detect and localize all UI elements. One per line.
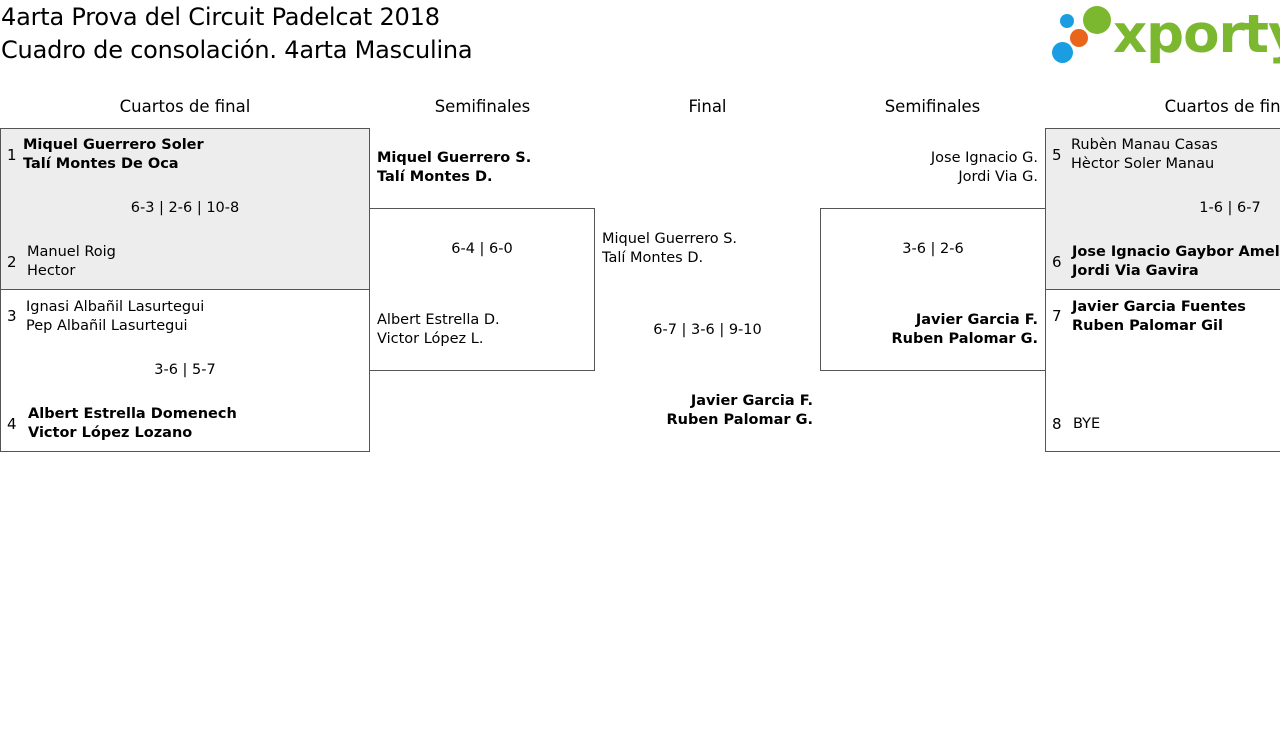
column-heading-final: Final	[688, 97, 727, 116]
match-score: 6-4 | 6-0	[451, 241, 513, 257]
tournament-title: 4arta Prova del Circuit Padelcat 2018	[1, 3, 440, 31]
player-name: Talí Montes D.	[377, 169, 493, 185]
team-entry-champion: Javier Garcia F. Ruben Palomar G.	[595, 392, 813, 430]
team-entry: Ignasi Albañil Lasurtegui Pep Albañil La…	[26, 298, 204, 336]
player-name: Jordi Via G.	[958, 169, 1038, 185]
team-entry: Jose Ignacio G. Jordi Via G.	[820, 149, 1038, 187]
column-heading-semifinals-left: Semifinales	[434, 97, 531, 116]
seed-number: 7	[1052, 307, 1062, 325]
player-name: Albert Estrella D.	[377, 312, 500, 328]
column-heading-semifinals-right: Semifinales	[884, 97, 981, 116]
player-name: Albert Estrella Domenech	[28, 406, 237, 422]
player-name: Hèctor Soler Manau	[1071, 156, 1215, 172]
column-heading-quarterfinals-left: Cuartos de final	[119, 97, 251, 116]
player-name: Talí Montes D.	[602, 250, 704, 266]
match-score: 6-7 | 3-6 | 9-10	[653, 322, 762, 338]
match-score: 3-6 | 5-7	[154, 362, 216, 378]
logo-dot-blue-icon	[1060, 14, 1074, 28]
player-name: Hector	[27, 263, 76, 279]
player-name: Miquel Guerrero Soler	[23, 137, 204, 153]
logo-dot-blue-large-icon	[1052, 42, 1073, 63]
logo-dot-green-icon	[1083, 6, 1111, 34]
team-entry-winner: Jose Ignacio Gaybor Amello Jordi Via Gav…	[1072, 243, 1280, 281]
player-name: Ignasi Albañil Lasurtegui	[26, 299, 205, 315]
player-name: BYE	[1073, 416, 1101, 432]
logo-dot-orange-icon	[1070, 29, 1088, 47]
match-quarterfinal-3	[1045, 128, 1280, 290]
player-name: Victor López L.	[377, 331, 484, 347]
team-entry: Rubèn Manau Casas Hèctor Soler Manau	[1071, 136, 1218, 174]
seed-number: 8	[1052, 415, 1062, 433]
player-name: Javier Garcia Fuentes	[1072, 299, 1246, 315]
player-name: Victor López Lozano	[28, 425, 193, 441]
team-entry-winner: Albert Estrella Domenech Victor López Lo…	[28, 405, 237, 443]
seed-number: 2	[7, 253, 17, 271]
match-quarterfinal-1	[0, 128, 370, 290]
player-name: Javier Garcia F.	[690, 393, 813, 409]
player-name: Pep Albañil Lasurtegui	[26, 318, 188, 334]
player-name: Jordi Via Gavira	[1072, 263, 1199, 279]
match-score: 6-3 | 2-6 | 10-8	[130, 200, 240, 216]
team-entry: Manuel Roig Hector	[27, 243, 116, 281]
seed-number: 3	[7, 307, 17, 325]
player-name: Manuel Roig	[27, 244, 116, 260]
match-quarterfinal-4	[1045, 289, 1280, 452]
seed-number: 1	[7, 146, 17, 164]
player-name: Ruben Palomar Gil	[1072, 318, 1223, 334]
player-name: Jose Ignacio Gaybor Amello	[1072, 244, 1280, 260]
seed-number: 5	[1052, 146, 1062, 164]
column-heading-quarterfinals-right: Cuartos de final	[1164, 97, 1280, 116]
team-entry-winner: Miquel Guerrero Soler Talí Montes De Oca	[23, 136, 204, 174]
seed-number: 4	[7, 415, 17, 433]
player-name: Miquel Guerrero S.	[377, 150, 532, 166]
seed-number: 6	[1052, 253, 1062, 271]
team-entry-bye: BYE	[1073, 415, 1100, 434]
player-name: Javier Garcia F.	[915, 312, 1038, 328]
logo-wordmark: xporty	[1113, 4, 1280, 65]
draw-subtitle: Cuadro de consolación. 4arta Masculina	[1, 36, 473, 64]
team-entry-winner: Javier Garcia Fuentes Ruben Palomar Gil	[1072, 298, 1246, 336]
player-name: Talí Montes De Oca	[23, 156, 179, 172]
match-semifinal-left	[369, 208, 595, 371]
player-name: Rubèn Manau Casas	[1071, 137, 1218, 153]
player-name: Jose Ignacio G.	[930, 150, 1038, 166]
xporty-logo[interactable]: xporty	[1050, 2, 1280, 68]
team-entry-winner: Javier Garcia F. Ruben Palomar G.	[820, 311, 1038, 349]
player-name: Miquel Guerrero S.	[602, 231, 738, 247]
match-score: 3-6 | 2-6	[902, 241, 964, 257]
team-entry-winner: Miquel Guerrero S. Talí Montes D.	[377, 149, 531, 187]
team-entry: Miquel Guerrero S. Talí Montes D.	[602, 230, 737, 268]
match-score: 1-6 | 6-7	[1199, 200, 1261, 216]
player-name: Ruben Palomar G.	[666, 412, 813, 428]
team-entry: Albert Estrella D. Victor López L.	[377, 311, 500, 349]
player-name: Ruben Palomar G.	[891, 331, 1038, 347]
